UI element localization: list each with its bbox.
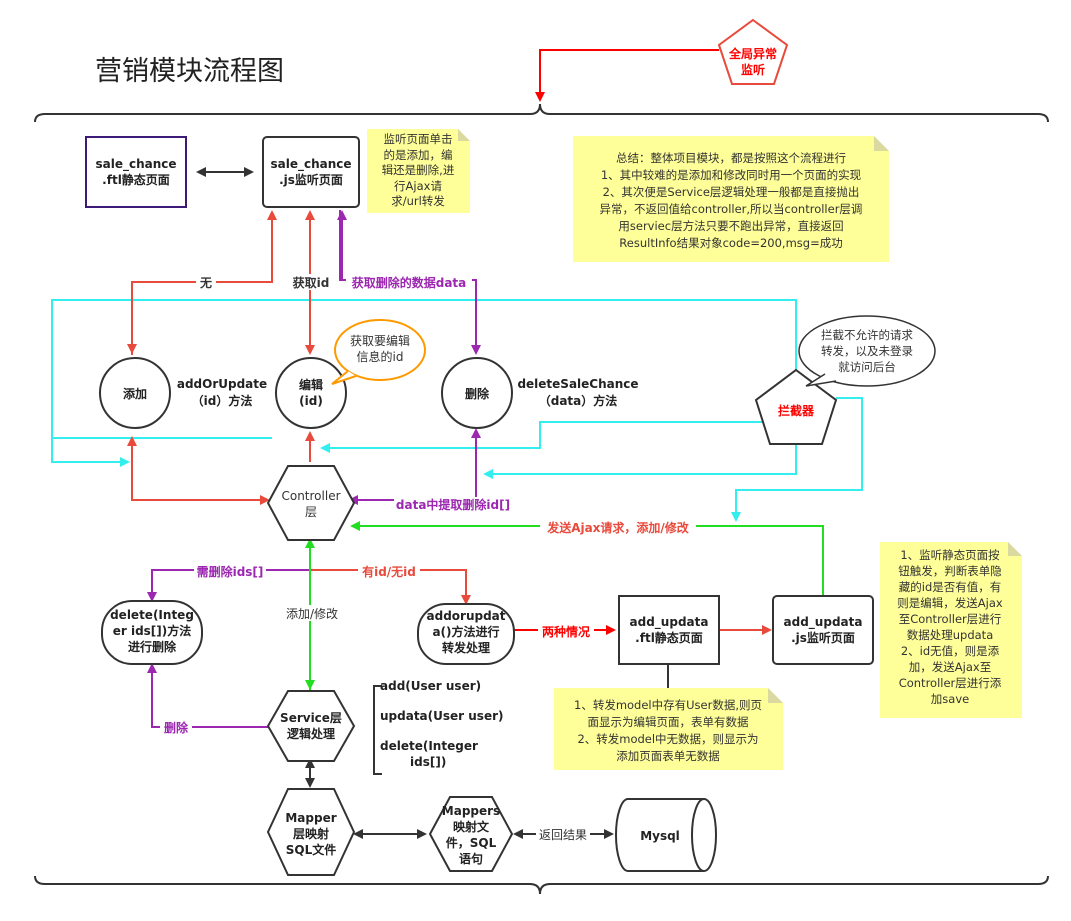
top-brace (34, 103, 1049, 123)
mapper-node (266, 788, 356, 876)
mapper-label-3: SQL文件 (286, 842, 337, 857)
note-listen-static-bg (880, 542, 1022, 718)
mapper-label-1: Mapper (285, 811, 336, 825)
js-page-label-2: .js监听页面 (279, 172, 343, 187)
service-label-2: 逻辑处理 (287, 726, 335, 741)
mapper-label-2: 层映射 (293, 826, 329, 841)
add-method-label-2: （id）方法 (192, 393, 253, 408)
delete-label: 删除 (465, 386, 490, 401)
mappers-node (428, 796, 514, 872)
ftl-page-label-1: sale_chance (95, 157, 176, 172)
mappers-label-3: 件，SQL (446, 835, 497, 850)
note-js-listen: 监听页面单击 的是添加，编 辑还是删除,进 行Ajax请 求/url转发 (381, 132, 455, 208)
controller-label-1: Controller (281, 489, 340, 503)
edge-label-add-modify: 添加/修改 (286, 606, 338, 621)
edge-label-delete: 删除 (164, 720, 189, 735)
interceptor-bubble-line-3: 就访问后台 (838, 360, 896, 374)
service-method-delete-1: delete(Integer (380, 739, 478, 753)
add-node (99, 357, 171, 429)
add-updata-js-node (772, 595, 874, 665)
interceptor-bubble (798, 315, 936, 387)
ftl-page-node (85, 136, 187, 208)
addorupdate-node (417, 603, 515, 665)
edit-node (275, 357, 347, 429)
edge-label-send-ajax: 发送Ajax请求，添加/修改 (546, 520, 690, 535)
controller-node (266, 465, 356, 541)
js-page-label-1: sale_chance (270, 157, 351, 172)
delete-ids-label-2: er ids[])方法 (113, 623, 192, 638)
service-node (266, 690, 356, 762)
global-exception-label-1: 全局异常 (728, 46, 777, 61)
mappers-label-1: Mappers (442, 804, 500, 818)
add-updata-ftl-label-2: .ftl静态页面 (635, 630, 703, 645)
note-summary: 总结：整体项目模块，都是按照这个流程进行 1、其中较难的是添加和修改同时用一个页… (599, 151, 863, 250)
edge-label-get-delete-data: 获取删除的数据data (351, 275, 467, 290)
interceptor-node (754, 368, 838, 445)
addorupdate-label-1: addorupdat (427, 609, 506, 623)
edge-label-has-id: 有id/无id (362, 564, 416, 579)
edit-bubble-line-1: 获取要编辑 (350, 333, 410, 348)
interceptor-bubble-tail (805, 373, 837, 387)
mysql-label: Mysql (640, 829, 680, 843)
global-exception-pentagon (717, 18, 789, 85)
edge-label-need-delete-ids: 需删除ids[] (197, 564, 264, 579)
note-js-listen-bg (367, 129, 470, 213)
service-method-add: add(User user) (380, 679, 481, 693)
add-label: 添加 (123, 386, 147, 401)
edge-label-return-result: 返回结果 (539, 828, 587, 842)
delete-node (441, 357, 513, 429)
green-edges (305, 521, 824, 690)
global-exception-edge (535, 49, 719, 102)
delete-method-label-1: deleteSaleChance (517, 377, 638, 391)
delete-method-label-2: （data）方法 (539, 393, 618, 408)
add-updata-ftl-label-1: add_updata (630, 615, 709, 630)
mysql-node (615, 798, 717, 872)
mappers-label-2: 映射文 (453, 819, 490, 834)
edge-label-extract-ids: data中提取删除id[] (396, 497, 510, 512)
delete-ids-label-3: 进行删除 (128, 639, 177, 654)
note-forward-model: 1、转发model中存有User数据,则页 面显示为编辑页面，表单有数据 2、转… (574, 698, 762, 763)
add-updata-js-label-1: add_updata (784, 615, 863, 630)
bottom-brace (34, 875, 1049, 895)
addorupdate-label-3: 转发处理 (442, 640, 490, 655)
add-updata-js-label-2: .js监听页面 (791, 630, 855, 645)
add-method-label-1: addOrUpdate (177, 377, 267, 391)
page-title: 营销模块流程图 (95, 56, 284, 87)
note-forward-model-bg (554, 688, 783, 770)
ftl-page-label-2: .ftl静态页面 (102, 172, 170, 187)
service-label-1: Service层 (280, 711, 342, 725)
interceptor-label: 拦截器 (778, 403, 815, 418)
service-method-updata: updata(User user) (380, 709, 504, 723)
edge-label-two-cases: 两种情况 (542, 624, 590, 639)
service-method-delete-2: ids[]) (410, 755, 446, 769)
delete-ids-label-1: delete(Integ (110, 608, 194, 622)
edit-label-1: 编辑 (298, 377, 323, 392)
note-listen-static: 1、监听静态页面按 钮触发，判断表单隐 藏的id是否有值，有 则是编辑，发送Aj… (897, 548, 1003, 706)
edit-bubble-tail (331, 370, 357, 385)
edit-label-2: (id) (299, 394, 323, 408)
delete-ids-node (101, 600, 203, 665)
edit-bubble (334, 319, 426, 381)
interceptor-bubble-line-1: 拦截不允许的请求 (821, 328, 913, 342)
edge-label-none: 无 (199, 276, 212, 290)
note-summary-bg (573, 136, 889, 262)
addorupdate-label-2: a()方法进行 (432, 624, 499, 639)
edge-label-get-id: 获取id (292, 275, 330, 290)
js-page-node (262, 136, 360, 208)
global-exception-label-2: 监听 (741, 62, 765, 77)
interceptor-bubble-line-2: 转发，以及未登录 (821, 344, 913, 358)
add-updata-ftl-node (618, 595, 720, 665)
controller-label-2: 层 (305, 505, 317, 519)
mappers-label-4: 语句 (459, 851, 483, 866)
edit-bubble-line-2: 信息的id (357, 349, 404, 364)
